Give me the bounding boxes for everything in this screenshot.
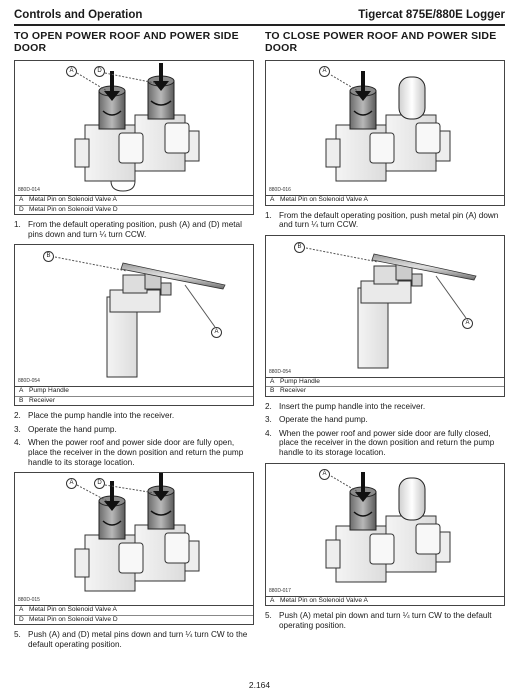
instruction-step: 5.Push (A) metal pin down and turn ¼ tur… <box>265 611 492 630</box>
close-procedure-column: TO CLOSE POWER ROOF AND POWER SIDE DOOR … <box>265 30 505 630</box>
instruction-step: 1.From the default operating position, p… <box>14 220 242 239</box>
solenoid-valves-illustration <box>325 471 451 583</box>
instruction-step: 4.When the power roof and power side doo… <box>265 428 495 458</box>
section-name: Controls and Operation <box>14 9 143 21</box>
instruction-step: 2.Insert the pump handle into the receiv… <box>265 401 426 411</box>
open-procedure-column: TO OPEN POWER ROOF AND POWER SIDE DOOR <box>14 30 254 649</box>
callout-b: B <box>294 241 305 253</box>
instruction-step: 5.Push (A) and (D) metal pins down and t… <box>14 630 248 649</box>
close-section-title: TO CLOSE POWER ROOF AND POWER SIDE DOOR <box>265 30 497 54</box>
hand-pump-illustration <box>54 256 226 378</box>
figure-return-pin: A 880D-017 <box>265 462 505 597</box>
callout-a: A <box>66 66 77 77</box>
figure-code: 880D-017 <box>269 587 291 594</box>
solenoid-valves-illustration <box>325 71 451 182</box>
instruction-step: 2.Place the pump handle into the receive… <box>14 411 175 421</box>
figure-code: 880D-054 <box>269 368 291 375</box>
figure-open-pins: A D 880D-014 <box>14 60 254 196</box>
instruction-step: 3.Operate the hand pump. <box>14 424 117 434</box>
instruction-step: 1.From the default operating position, p… <box>265 210 499 230</box>
page-header: Controls and Operation Tigercat 875E/880… <box>14 8 505 26</box>
figure-code: 880D-054 <box>18 378 40 385</box>
instruction-step: 4.When the power roof and power side doo… <box>14 438 244 467</box>
solenoid-valves-illustration <box>74 63 200 192</box>
callout-a: A <box>319 468 330 480</box>
callout-d: D <box>94 478 105 490</box>
callout-a: A <box>211 327 222 339</box>
solenoid-valves-illustration <box>74 473 200 592</box>
figure-code: 880D-014 <box>18 187 40 193</box>
callout-a: A <box>66 478 77 490</box>
instruction-step: 3.Operate the hand pump. <box>265 415 368 425</box>
figure-pump-handle: B A 880D-054 <box>265 234 505 378</box>
open-section-title: TO OPEN POWER ROOF AND POWER SIDE DOOR <box>14 30 239 54</box>
figure-code: 880D-016 <box>269 187 291 193</box>
hand-pump-illustration <box>305 247 477 369</box>
figure-return-pins: A D 880D-015 <box>14 472 254 607</box>
manual-title: Tigercat 875E/880E Logger <box>358 9 505 21</box>
callout-d: D <box>94 66 105 77</box>
callout-b: B <box>43 251 54 263</box>
page-number: 2.164 <box>248 680 271 690</box>
figure-pump-handle: B A 880D-054 <box>14 244 254 388</box>
figure-code: 880D-015 <box>18 597 40 604</box>
callout-a: A <box>462 317 473 329</box>
figure-close-pin: A 880D-016 <box>265 60 505 196</box>
callout-a: A <box>319 66 330 77</box>
